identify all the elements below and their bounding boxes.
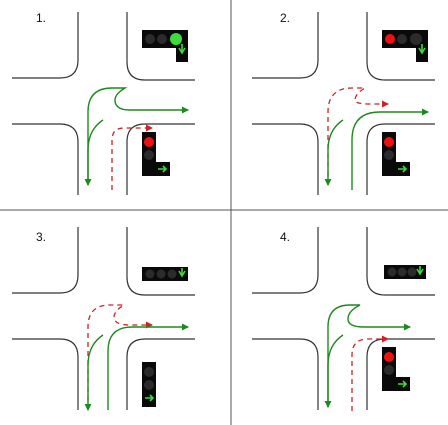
u-turn-path — [327, 87, 389, 185]
signal-top-lamp-1 — [145, 269, 155, 279]
right-arrow-icon — [158, 165, 168, 173]
right-turn-path — [351, 108, 429, 190]
signal-right-arm — [142, 162, 170, 176]
path-right-from-bottom — [351, 335, 389, 411]
right-turn-path — [351, 335, 389, 411]
panel-number: 2. — [280, 11, 290, 25]
right-arrow-icon — [398, 380, 408, 388]
down-arrow-icon — [178, 268, 186, 278]
signal-right-lamp-2 — [384, 150, 394, 160]
path-straight-down — [324, 119, 344, 186]
signal-top-lamp-1 — [385, 34, 395, 44]
right-arrow-icon — [398, 165, 408, 173]
road-edges — [252, 12, 435, 195]
right-turn-path — [107, 323, 189, 410]
signal-top-lamp-2 — [397, 34, 407, 44]
signal-right-lamp-1 — [384, 352, 394, 362]
path-u-turn — [327, 87, 389, 185]
straight-down-path — [84, 119, 104, 186]
signal-right-lamp-2 — [144, 380, 154, 390]
straight-down-path — [324, 334, 344, 408]
signal-top-lamp-3 — [410, 33, 422, 45]
path-u-turn — [327, 304, 411, 407]
down-arrow-icon — [178, 44, 186, 55]
road-edge-bottom-right — [126, 123, 195, 195]
road-edge-bottom-left — [12, 123, 79, 195]
path-u-turn — [87, 87, 189, 185]
road-edges — [12, 227, 195, 410]
path-right-from-bottom — [107, 323, 189, 410]
straight-down-path — [84, 334, 104, 411]
signal-top — [142, 267, 188, 281]
road-edges — [252, 227, 435, 410]
path-straight-down — [84, 334, 104, 411]
u-turn-path — [87, 87, 189, 185]
signal-top-lamp-2 — [397, 267, 407, 277]
panel-1: 1. — [12, 11, 195, 195]
signal-top-lamp-3 — [407, 267, 417, 277]
signal-top — [142, 30, 188, 62]
signal-top-lamp-2 — [157, 34, 167, 44]
panel-number: 1. — [36, 11, 46, 25]
signal-top-lamp-1 — [387, 267, 397, 277]
straight-down-path — [324, 119, 344, 186]
down-arrow-icon — [416, 266, 424, 276]
signal-top-lamp-2 — [156, 269, 166, 279]
down-arrow-icon — [418, 44, 426, 55]
path-straight-down — [84, 119, 104, 186]
panel-4: 4. — [252, 227, 435, 411]
signal-top — [384, 265, 426, 279]
signal-right — [142, 362, 156, 407]
signal-right — [382, 347, 410, 391]
path-u-turn — [87, 304, 153, 410]
signal-top — [382, 30, 428, 62]
panel-3: 3. — [12, 227, 195, 411]
signal-right-lamp-1 — [144, 137, 154, 147]
signal-right-lamp-2 — [144, 150, 154, 160]
road-edge-top-right — [126, 12, 195, 81]
right-arrow-icon — [145, 394, 155, 402]
signal-right — [382, 132, 410, 176]
u-turn-path — [87, 304, 153, 410]
signal-top-lamp-3 — [167, 269, 177, 279]
u-turn-path — [327, 304, 411, 407]
path-right-from-bottom — [351, 108, 429, 190]
path-straight-down — [324, 334, 344, 408]
panel-2: 2. — [252, 11, 435, 195]
signal-top-lamp-1 — [145, 34, 155, 44]
signal-right-lamp-1 — [144, 367, 154, 377]
signal-right-lamp-2 — [384, 365, 394, 375]
panel-number: 3. — [36, 230, 46, 244]
signal-top-lamp-3 — [170, 33, 182, 45]
signal-right-lamp-1 — [384, 137, 394, 147]
panel-number: 4. — [280, 230, 290, 244]
road-edge-top-left — [12, 12, 79, 79]
signal-right — [142, 132, 170, 176]
